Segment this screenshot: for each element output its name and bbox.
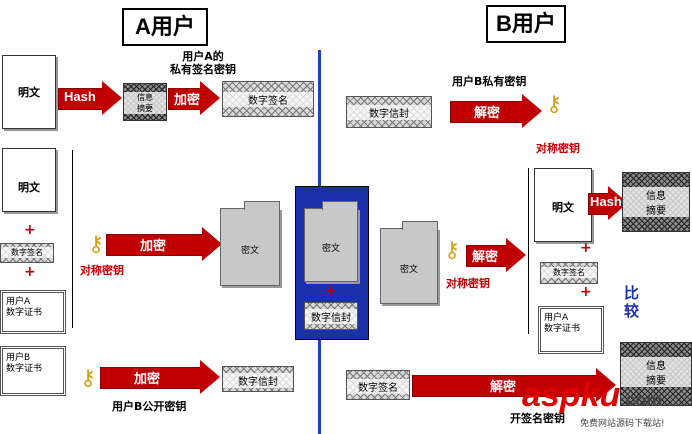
plus-sign-2: + xyxy=(24,264,36,280)
brace-line xyxy=(72,150,73,328)
symmetric-key-label-b2: 对称密钥 xyxy=(446,277,490,290)
info-digest-small: 信息 摘要 xyxy=(123,83,167,121)
digital-envelope-in-transit: 数字信封 xyxy=(304,302,358,330)
title-b-user: B用户 xyxy=(486,5,566,43)
encrypt-arrow-envelope: 加密 xyxy=(100,360,220,394)
digital-signature-small: 数字签名 xyxy=(0,243,54,263)
b-digital-certificate: 用户B 数字证书 xyxy=(0,346,66,396)
watermark-logo: aspku.com xyxy=(522,376,663,414)
hash-arrow-a: Hash xyxy=(58,81,122,115)
decrypt-arrow-ciphertext: 解密 xyxy=(466,238,526,272)
info-digest-computed: 信息 摘要 xyxy=(622,172,690,232)
plus-sign-1: + xyxy=(24,222,36,238)
key-icon-symmetric-b: ⚷ xyxy=(444,238,461,263)
key-icon-symmetric: ⚷ xyxy=(88,232,105,257)
hash-arrow-b: Hash xyxy=(588,186,628,220)
plus-sign-4: + xyxy=(580,284,592,300)
plaintext-document: 明文 xyxy=(2,55,56,129)
digital-envelope-received: 数字信封 xyxy=(346,96,432,128)
encrypt-arrow-plaintext: 加密 xyxy=(106,227,222,261)
info-digest-decrypted: 信息 摘要 xyxy=(620,342,692,406)
watermark-caption: 免费网站源码下载站! xyxy=(580,419,665,429)
compare-label: 比 较 xyxy=(624,284,640,320)
digital-envelope-box: 数字信封 xyxy=(222,366,294,392)
b-private-key-label: 用户B私有密钥 xyxy=(452,75,527,88)
symmetric-key-label-a: 对称密钥 xyxy=(80,264,124,277)
decrypt-arrow-envelope: 解密 xyxy=(450,94,542,128)
symmetric-key-label-b1: 对称密钥 xyxy=(536,142,580,155)
plus-sign-3: + xyxy=(580,240,592,256)
decrypt-arrow-signature: 解密 xyxy=(412,368,616,402)
a-digital-certificate-received: 用户A 数字证书 xyxy=(538,306,604,354)
plus-sign-transit: + xyxy=(325,283,337,299)
key-icon-b-private: ⚷ xyxy=(546,92,563,117)
b-public-key-label: 用户B公开密钥 xyxy=(112,400,187,413)
digital-signature-box: 数字签名 xyxy=(222,81,314,117)
a-public-sign-key-label: 开签名密钥 xyxy=(510,412,565,425)
plaintext-recovered: 明文 xyxy=(534,168,592,242)
digital-signature-bottom: 数字签名 xyxy=(346,370,410,400)
a-digital-certificate: 用户A 数字证书 xyxy=(0,290,66,334)
ciphertext-in-transit: 密文 xyxy=(304,201,358,282)
ciphertext-folder: 密文 xyxy=(220,201,280,286)
title-a-user: A用户 xyxy=(122,8,208,46)
brace-line-right xyxy=(528,168,529,334)
ciphertext-received: 密文 xyxy=(380,221,438,304)
a-private-key-label: 用户A的 私有签名密钥 xyxy=(170,50,236,76)
plaintext-document-2: 明文 xyxy=(2,148,56,212)
digital-signature-right: 数字签名 xyxy=(540,262,598,284)
encrypt-arrow-signature: 加密 xyxy=(168,81,220,115)
key-icon-b-public: ⚷ xyxy=(80,366,97,391)
